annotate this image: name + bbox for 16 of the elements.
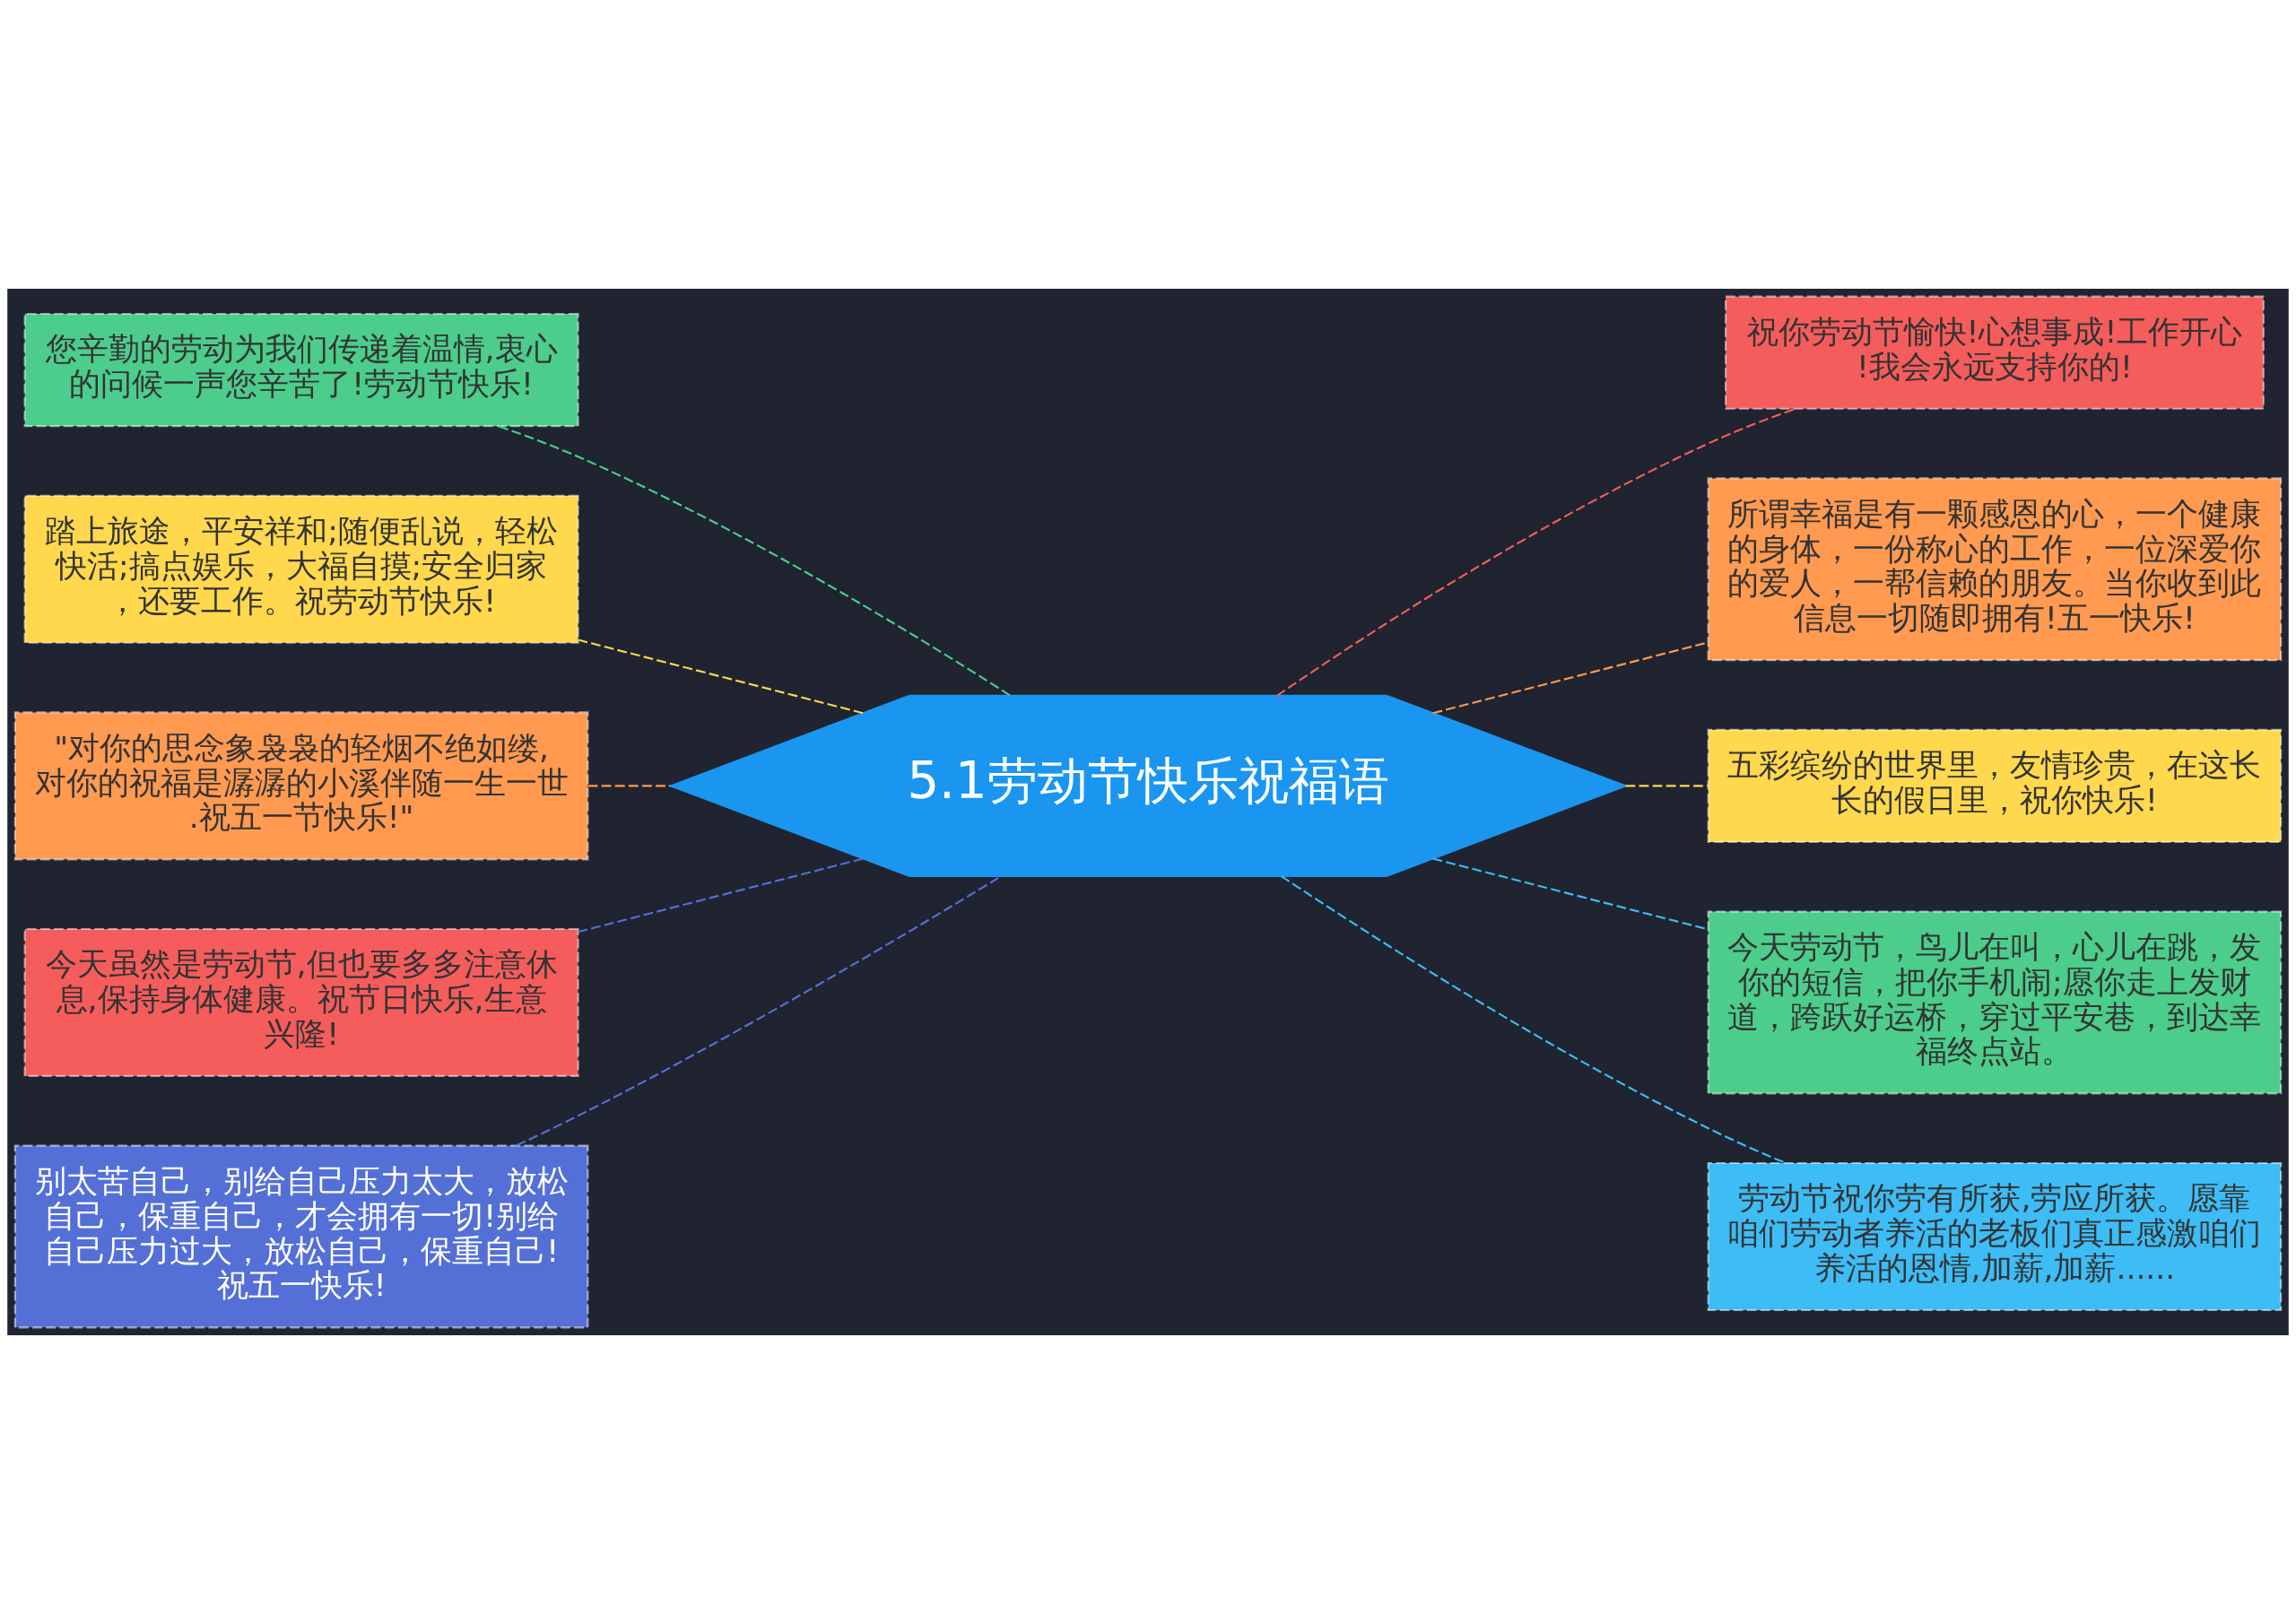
node-box: 五彩缤纷的世界里，友情珍贵，在这长长的假日里，祝你快乐!	[1707, 728, 2283, 844]
connector	[578, 857, 864, 934]
node-box: 踏上旅途，平安祥和;随便乱说，轻松快活;搞点娱乐，大福自摸;安全归家，还要工作。祝劳动节快乐!	[23, 494, 579, 644]
node-box: 祝你劳动节愉快!心想事成!工作开心!我会永远支持你的!	[1725, 295, 2265, 410]
node-box: 别太苦自己，别给自己压力太大，放松自己，保重自己，才会拥有一切!别给自己压力过大，放松自己，保重自己!祝五一快乐!	[13, 1144, 589, 1329]
node-box: "对你的思念象袅袅的轻烟不绝如缕,对你的祝福是潺潺的小溪伴随一生一世.祝五一节快乐!"	[13, 711, 589, 861]
node-box: 您辛勤的劳动为我们传递着温情,衷心的问候一声您辛苦了!劳动节快乐!	[23, 312, 579, 428]
connector	[499, 425, 1012, 697]
connector	[578, 638, 864, 715]
node-box: 今天劳动节，鸟儿在叫，心儿在跳，发你的短信，把你手机闹;愿你走上发财道，跨跃好运桥，穿过平安巷，到达幸福终点站。	[1707, 910, 2283, 1095]
connector	[1276, 407, 1796, 697]
connector	[1625, 785, 1709, 787]
node-box: 劳动节祝你劳有所获,劳应所获。愿靠咱们劳动者养活的老板们真正感激咱们养活的恩情,加薪,加薪......	[1707, 1161, 2283, 1312]
node-box: 所谓幸福是有一颗感恩的心，一个健康的身体，一份称心的工作，一位深爱你的爱人，一帮信赖的朋友。当你收到此信息一切随即拥有!五一快乐!	[1707, 477, 2283, 662]
connector	[587, 785, 671, 787]
node-box: 今天虽然是劳动节,但也要多多注意休息,保持身体健康。祝节日快乐,生意兴隆!	[23, 927, 579, 1078]
